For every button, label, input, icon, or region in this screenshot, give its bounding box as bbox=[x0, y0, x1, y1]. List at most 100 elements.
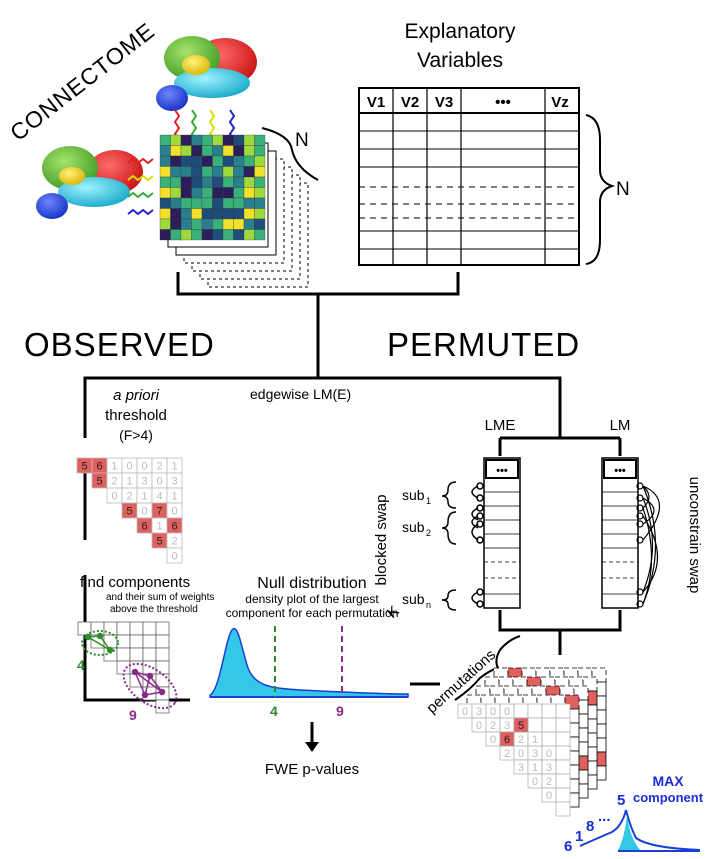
heatmap-cell bbox=[233, 197, 245, 209]
perm-cell-value: 2 bbox=[490, 720, 496, 732]
heatmap-cell bbox=[170, 134, 182, 146]
heatmap-cell bbox=[191, 187, 203, 199]
fwe-label: FWE p-values bbox=[265, 761, 359, 778]
matrix-stack bbox=[159, 134, 309, 288]
perm-cell-value: 0 bbox=[532, 776, 538, 788]
matrix-cell-value: 0 bbox=[171, 551, 177, 563]
null-sub2: component for each permutation bbox=[226, 606, 399, 620]
grid-cell bbox=[116, 634, 131, 649]
component-purple bbox=[122, 662, 178, 710]
matrix-cell-value: 6 bbox=[96, 461, 102, 473]
heatmap-cell bbox=[201, 166, 213, 178]
max-line2: component bbox=[633, 790, 704, 805]
perm-cell-value: 5 bbox=[518, 720, 524, 732]
heatmap-cell bbox=[180, 166, 192, 178]
heatmap-cell bbox=[243, 187, 255, 199]
heatmap-cell bbox=[170, 155, 182, 167]
heatmap-cell bbox=[201, 187, 213, 199]
perm-number: 8 bbox=[586, 818, 594, 835]
heatmap-cell bbox=[222, 134, 234, 146]
null-tick-green: 4 bbox=[270, 703, 278, 719]
perm-cell-value: 2 bbox=[518, 734, 524, 746]
matrix-cell-value: 1 bbox=[171, 461, 177, 473]
heatmap-cell bbox=[212, 134, 224, 146]
perm-cell-value: 0 bbox=[504, 706, 510, 718]
heatmap-cell bbox=[180, 145, 192, 157]
heatmap-cell bbox=[222, 197, 234, 209]
matrix-cell-value: 2 bbox=[171, 536, 177, 548]
matrix-cell-value: 0 bbox=[141, 461, 147, 473]
lm-label: LM bbox=[610, 417, 631, 434]
heatmap-cell bbox=[180, 155, 192, 167]
perm-cell-value: 3 bbox=[504, 720, 510, 732]
n-label-right: N bbox=[616, 179, 630, 200]
matrix-cell-value: 2 bbox=[126, 491, 132, 503]
subn-index: n bbox=[426, 600, 431, 610]
heatmap-cell bbox=[201, 229, 213, 241]
connectivity-heatmap bbox=[159, 134, 266, 241]
heatmap-cell bbox=[254, 134, 266, 146]
heatmap-cell bbox=[212, 155, 224, 167]
max-line1: MAX bbox=[652, 773, 684, 789]
matrix-cell-value: 1 bbox=[126, 476, 132, 488]
find-components-title: find components bbox=[80, 574, 190, 591]
n-label-left: N bbox=[295, 130, 309, 151]
null-sub1: density plot of the largest bbox=[245, 592, 379, 606]
heatmap-cell bbox=[170, 176, 182, 188]
heatmap-cell bbox=[254, 208, 266, 220]
perm-cell-value: 1 bbox=[532, 762, 538, 774]
heatmap-cell bbox=[180, 197, 192, 209]
heatmap-cell bbox=[159, 218, 171, 230]
brain-icon bbox=[36, 146, 143, 219]
column-header: Vz bbox=[551, 94, 569, 111]
heatmap-cell bbox=[159, 187, 171, 199]
matrix-cell-value: 2 bbox=[111, 476, 117, 488]
heatmap-cell bbox=[233, 155, 245, 167]
heatmap-cell bbox=[159, 197, 171, 209]
grid-cell bbox=[142, 647, 157, 662]
heatmap-cell bbox=[212, 208, 224, 220]
unconstrain-swap-arcs bbox=[636, 482, 660, 608]
matrix-cell bbox=[166, 547, 183, 564]
connectome-label: CONNECTOME bbox=[5, 17, 159, 146]
lm-header-dots: ••• bbox=[614, 465, 626, 477]
heatmap-cell bbox=[170, 208, 182, 220]
heatmap-cell bbox=[222, 145, 234, 157]
perm-cell-value: 0 bbox=[546, 790, 552, 802]
heatmap-cell bbox=[191, 134, 203, 146]
heatmap-cell bbox=[212, 187, 224, 199]
matrix-cell-value: 6 bbox=[141, 521, 147, 533]
matrix-cell-value: 5 bbox=[126, 506, 132, 518]
heatmap-cell bbox=[191, 229, 203, 241]
grid-cell bbox=[155, 660, 170, 675]
heatmap-cell bbox=[233, 145, 245, 157]
heatmap-cell bbox=[180, 208, 192, 220]
perm-dots: ... bbox=[598, 808, 611, 825]
matrix-cell-value: 1 bbox=[111, 461, 117, 473]
heatmap-cell bbox=[254, 145, 266, 157]
heatmap-cell bbox=[233, 176, 245, 188]
heatmap-cell bbox=[191, 208, 203, 220]
sub1-index: 1 bbox=[426, 496, 431, 506]
heatmap-cell bbox=[191, 155, 203, 167]
heatmap-cell bbox=[170, 187, 182, 199]
brain-icon bbox=[156, 36, 257, 111]
explanatory-title-line2: Variables bbox=[417, 49, 503, 72]
density-plot bbox=[209, 626, 409, 698]
heatmap-cell bbox=[191, 166, 203, 178]
heatmap-cell bbox=[254, 197, 266, 209]
heatmap-cell bbox=[222, 166, 234, 178]
perm-cell-value: 6 bbox=[504, 734, 510, 746]
heatmap-cell bbox=[159, 208, 171, 220]
heatmap-cell bbox=[222, 155, 234, 167]
perm-cell-value: 3 bbox=[476, 706, 482, 718]
explanatory-title-line1: Explanatory bbox=[405, 20, 516, 43]
matrix-cell-value: 3 bbox=[171, 476, 177, 488]
grid-cell bbox=[129, 621, 144, 636]
perm-cell-value: 0 bbox=[490, 734, 496, 746]
heatmap-cell bbox=[233, 218, 245, 230]
perm-cell-value: 3 bbox=[532, 748, 538, 760]
find-components-sub1: and their sum of weights bbox=[106, 592, 214, 603]
